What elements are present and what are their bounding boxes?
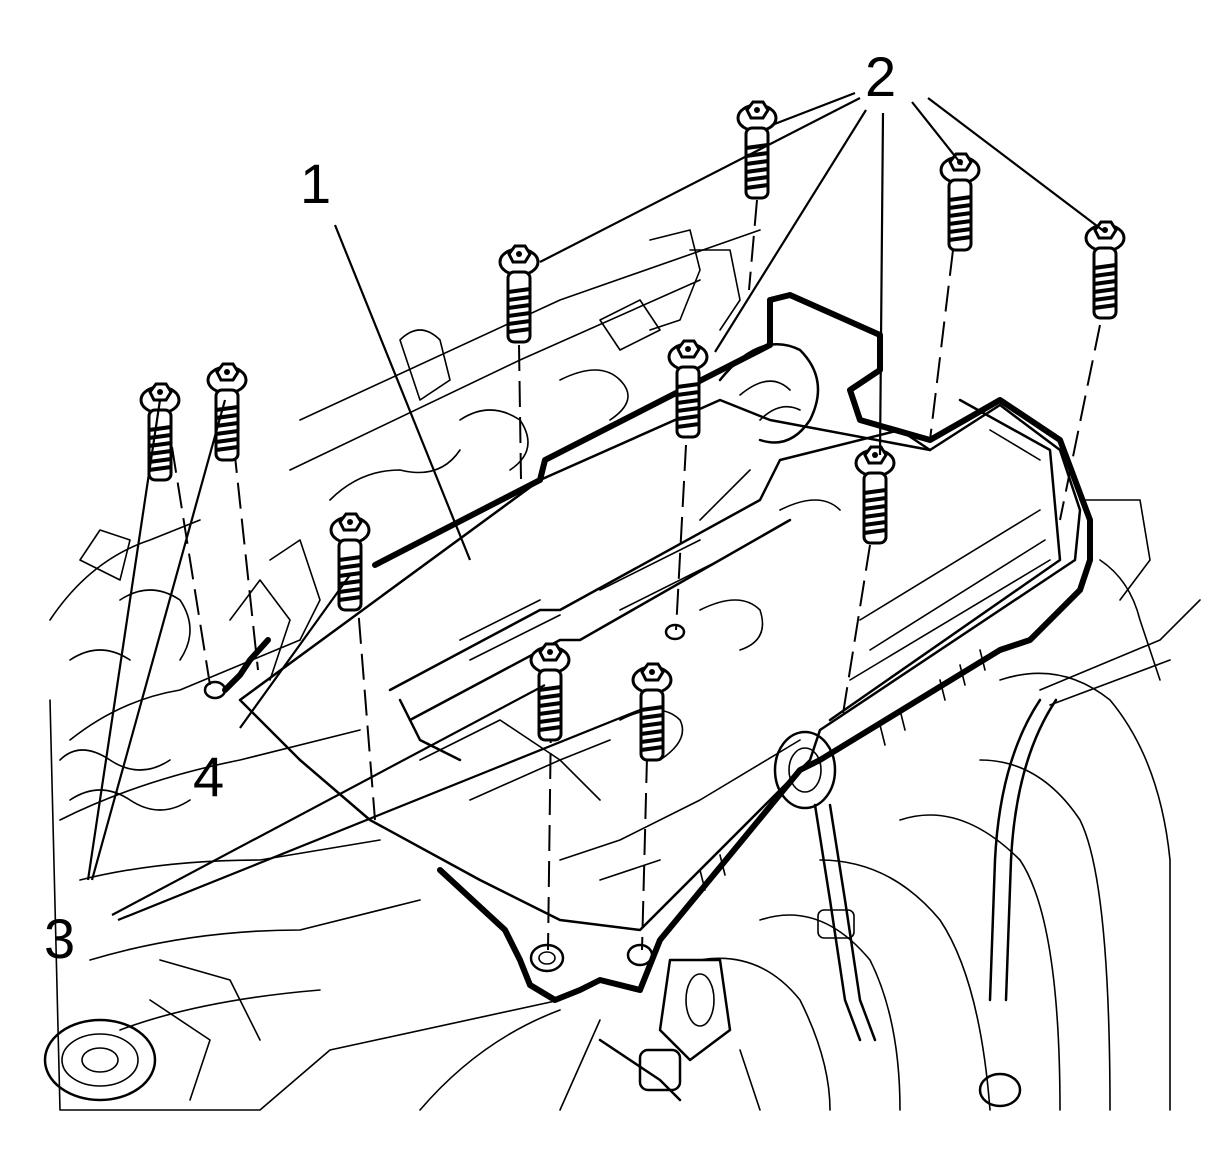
bolt-2f bbox=[854, 445, 896, 545]
bolt-4 bbox=[329, 512, 371, 612]
bolt-2d bbox=[1084, 220, 1126, 320]
engine-background bbox=[43, 229, 1201, 1111]
callout-3: 3 bbox=[44, 907, 75, 970]
bolts-group bbox=[139, 100, 1126, 762]
bolt-3c bbox=[529, 642, 571, 742]
callout-1: 1 bbox=[300, 152, 331, 215]
callout-2: 2 bbox=[865, 45, 896, 108]
bolt-2b bbox=[736, 100, 778, 200]
bolt-2e bbox=[667, 339, 709, 439]
camshaft-cover bbox=[203, 343, 1082, 973]
bolt-3a bbox=[139, 382, 181, 482]
bolt-3b bbox=[206, 362, 248, 462]
bolt-2c bbox=[939, 152, 981, 252]
bolt-2a bbox=[498, 244, 540, 344]
bolt-axis-lines bbox=[171, 199, 1101, 951]
callout-4: 4 bbox=[193, 745, 224, 808]
bolt-3d bbox=[631, 662, 673, 762]
cover-gasket bbox=[222, 292, 1093, 1003]
callout-labels: 1 2 3 4 bbox=[44, 45, 896, 970]
leader-lines bbox=[86, 91, 1106, 922]
